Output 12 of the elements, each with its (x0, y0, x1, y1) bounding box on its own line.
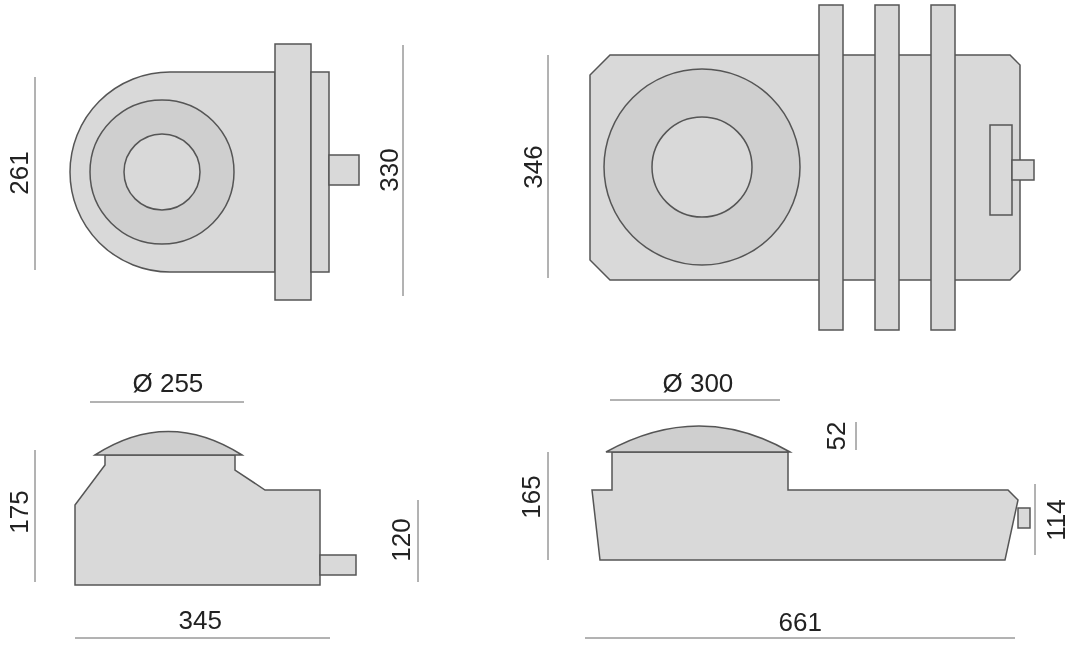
dimension-label: 52 (822, 421, 849, 451)
dimension-label: Ø 300 (662, 370, 734, 396)
dimension-label: 114 (1042, 499, 1069, 541)
dimension-label: 175 (5, 490, 32, 534)
dimension-label: 345 (178, 607, 222, 633)
dimension-label: 261 (5, 151, 32, 195)
dimension-label: 165 (517, 475, 544, 519)
dimension-label: 661 (778, 609, 822, 635)
dimension-label: 346 (519, 145, 546, 189)
dimension-label: Ø 255 (132, 370, 204, 396)
dimension-label: 120 (387, 518, 414, 562)
dimension-label: 330 (375, 148, 402, 192)
